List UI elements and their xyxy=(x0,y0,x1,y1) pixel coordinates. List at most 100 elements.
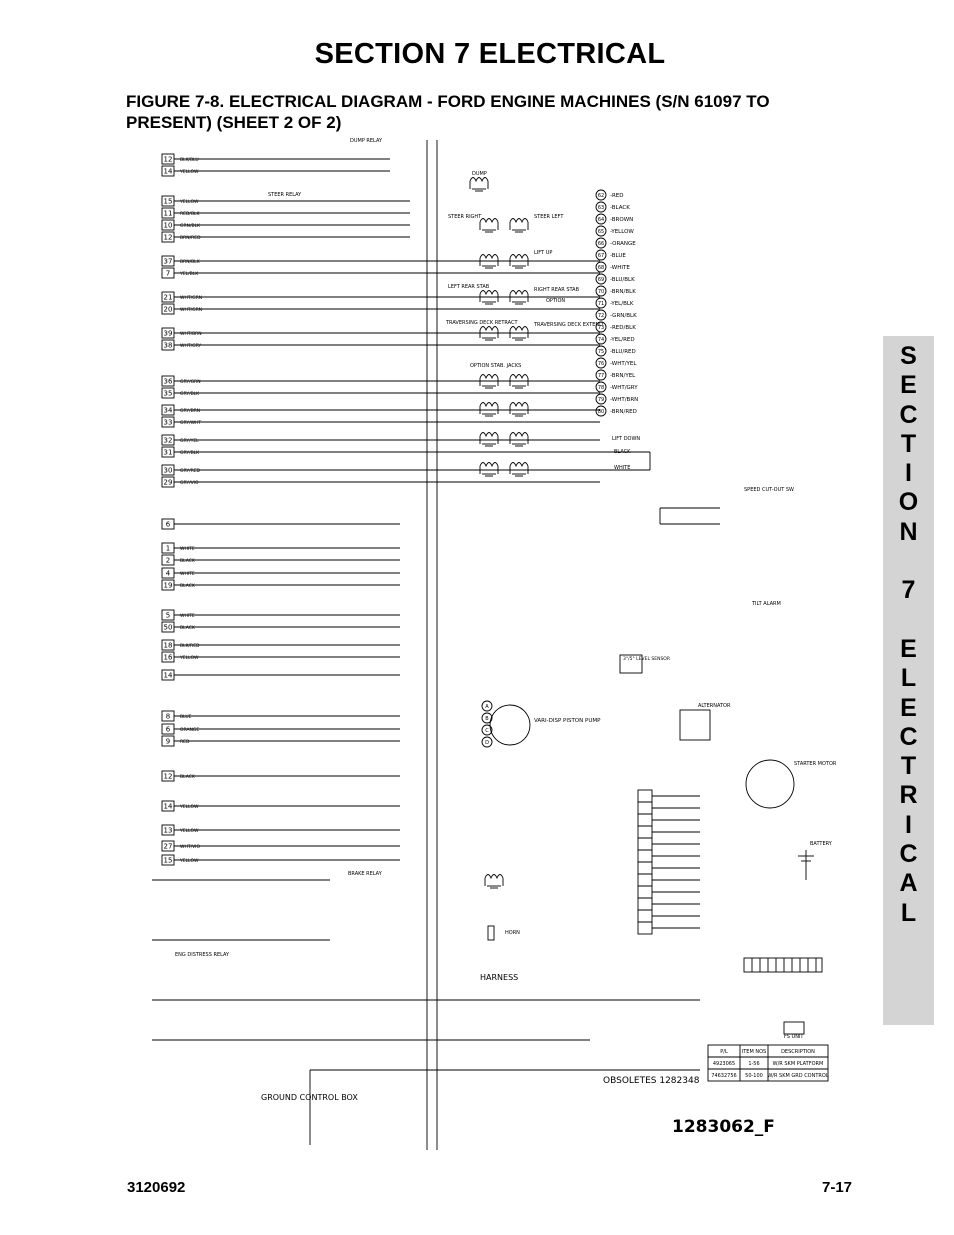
terminal-number: 12 xyxy=(164,234,173,242)
wire-color-label: GRN/BLK xyxy=(180,223,201,229)
section-tab-letter: T xyxy=(900,429,917,458)
wire-color-label: BRN/BLK xyxy=(180,259,201,265)
terminal-number: 18 xyxy=(164,642,173,650)
document-number: 3120692 xyxy=(127,1179,186,1196)
color-code-name: -WHT/YEL xyxy=(610,361,637,367)
terminal-number: 14 xyxy=(164,803,173,811)
pump-connector xyxy=(481,712,493,724)
terminal-number: 15 xyxy=(164,857,173,865)
color-code-number: 74 xyxy=(598,337,604,343)
section-tab-letter: T xyxy=(900,752,917,781)
wire-color-label: WHT/GRN xyxy=(180,295,202,301)
parts-table-header: P/L xyxy=(720,1049,728,1055)
color-code-number: 73 xyxy=(598,325,604,331)
color-code-circle xyxy=(595,273,607,285)
brake-solenoid xyxy=(484,874,504,880)
vari-disp-pump xyxy=(489,704,531,746)
color-code-number: 63 xyxy=(598,205,604,211)
terminal-number: 34 xyxy=(164,407,173,415)
wire-color-label: GRY/BRN xyxy=(180,408,200,414)
wire-color-label: GRY/WHT xyxy=(180,420,201,426)
engine-connector-pin xyxy=(637,909,653,923)
terminal-number: 14 xyxy=(164,672,173,680)
section-tab-letter: O xyxy=(898,488,919,517)
color-code-number: 70 xyxy=(598,289,604,295)
pump-connector-letter: C xyxy=(485,728,489,734)
engine-connector-pin xyxy=(637,837,653,851)
terminal-number: 6 xyxy=(166,726,171,734)
steer-right-solenoid xyxy=(479,218,499,224)
parts-table-cell: 50-100 xyxy=(745,1073,763,1079)
engine-connector-pin xyxy=(637,789,653,803)
color-code-name: -YEL/RED xyxy=(610,337,635,343)
terminal-number: 27 xyxy=(164,843,173,851)
wire-color-label: GRY/RED xyxy=(180,468,201,474)
starter-label: STARTER MOTOR xyxy=(794,761,837,767)
color-code-circle xyxy=(595,285,607,297)
brake-relay-label: BRAKE RELAY xyxy=(348,871,383,877)
section-tab-letter xyxy=(883,547,934,576)
wire-color-label: WHITE xyxy=(180,613,195,619)
terminal-number: 20 xyxy=(164,306,173,314)
vari-disp-label: VARI-DISP PISTON PUMP xyxy=(534,718,601,724)
color-code-circle xyxy=(595,237,607,249)
section-tab-letter: L xyxy=(900,664,917,693)
battery-label: BATTERY xyxy=(810,841,833,847)
steer-left-label: STEER LEFT xyxy=(534,214,564,220)
color-code-circle xyxy=(595,345,607,357)
parts-table-cell: W/R SKM PLATFORM xyxy=(773,1061,824,1067)
wire-color-label: BRN/RED xyxy=(180,235,201,241)
color-code-circle xyxy=(595,333,607,345)
parts-table-cell: 1-56 xyxy=(748,1061,759,1067)
terminal-number: 32 xyxy=(164,437,173,445)
color-code-number: 68 xyxy=(598,265,604,271)
figure-title: FIGURE 7-8. ELECTRICAL DIAGRAM - FORD EN… xyxy=(126,92,770,132)
color-code-circle xyxy=(595,405,607,417)
engine-connector-pin xyxy=(637,921,653,935)
parts-table-header: DESCRIPTION xyxy=(781,1049,815,1055)
wire-color-label: YELLOW xyxy=(179,828,199,834)
section-tab-letter: E xyxy=(900,634,917,663)
traverse-solenoid-2 xyxy=(509,326,529,332)
color-code-name: -RED/BLK xyxy=(610,325,636,331)
terminal-number: 14 xyxy=(164,168,173,176)
lift-down-label: LIFT DOWN xyxy=(612,436,640,442)
terminal-number: 30 xyxy=(164,467,173,475)
right-rear-solenoid xyxy=(509,290,529,296)
color-code-name: -BRN/BLK xyxy=(610,289,636,295)
color-code-name: -WHITE xyxy=(610,265,630,271)
wire-color-label: YELLOW xyxy=(179,804,199,810)
color-code-number: 76 xyxy=(598,361,604,367)
ground-control-box-label: GROUND CONTROL BOX xyxy=(261,1093,358,1102)
wire-color-label: YELLOW xyxy=(179,655,199,661)
wire-color-label: WHT/GRY xyxy=(180,343,201,349)
stab-solenoid-4 xyxy=(509,402,529,408)
terminal-number: 37 xyxy=(164,258,173,266)
terminal-number: 33 xyxy=(164,419,173,427)
wire-color-label: GRY/BLK xyxy=(180,391,200,397)
terminal-number: 4 xyxy=(166,570,171,578)
terminal-number: 15 xyxy=(164,198,173,206)
color-code-name: -YELLOW xyxy=(610,229,634,235)
wire-color-label: WHT/GRN xyxy=(180,307,202,313)
stab-solenoid-3 xyxy=(479,402,499,408)
traverse-extend-label: TRAVERSING DECK EXTEND xyxy=(533,322,603,328)
section-tab-letter: I xyxy=(905,459,912,488)
parts-table-cell: W/R SKM GRD CONTROL xyxy=(767,1073,828,1079)
wire-color-label: GRY/BLK xyxy=(180,450,200,456)
level-sensor-box xyxy=(619,654,643,674)
color-code-name: -BLACK xyxy=(610,205,630,211)
terminal-number: 6 xyxy=(166,521,171,529)
color-code-number: 64 xyxy=(598,217,604,223)
color-code-number: 77 xyxy=(598,373,604,379)
right-rear-stab-label: RIGHT REAR STAB xyxy=(534,287,580,293)
color-code-name: -BLU/RED xyxy=(610,349,636,355)
harness-label: HARNESS xyxy=(480,973,518,982)
pump-connector xyxy=(481,736,493,748)
terminal-number: 13 xyxy=(164,827,173,835)
color-code-circle xyxy=(595,225,607,237)
wire-color-label: BLACK xyxy=(180,558,196,564)
lift-rear-stab-label: LEFT REAR STAB xyxy=(448,284,490,290)
